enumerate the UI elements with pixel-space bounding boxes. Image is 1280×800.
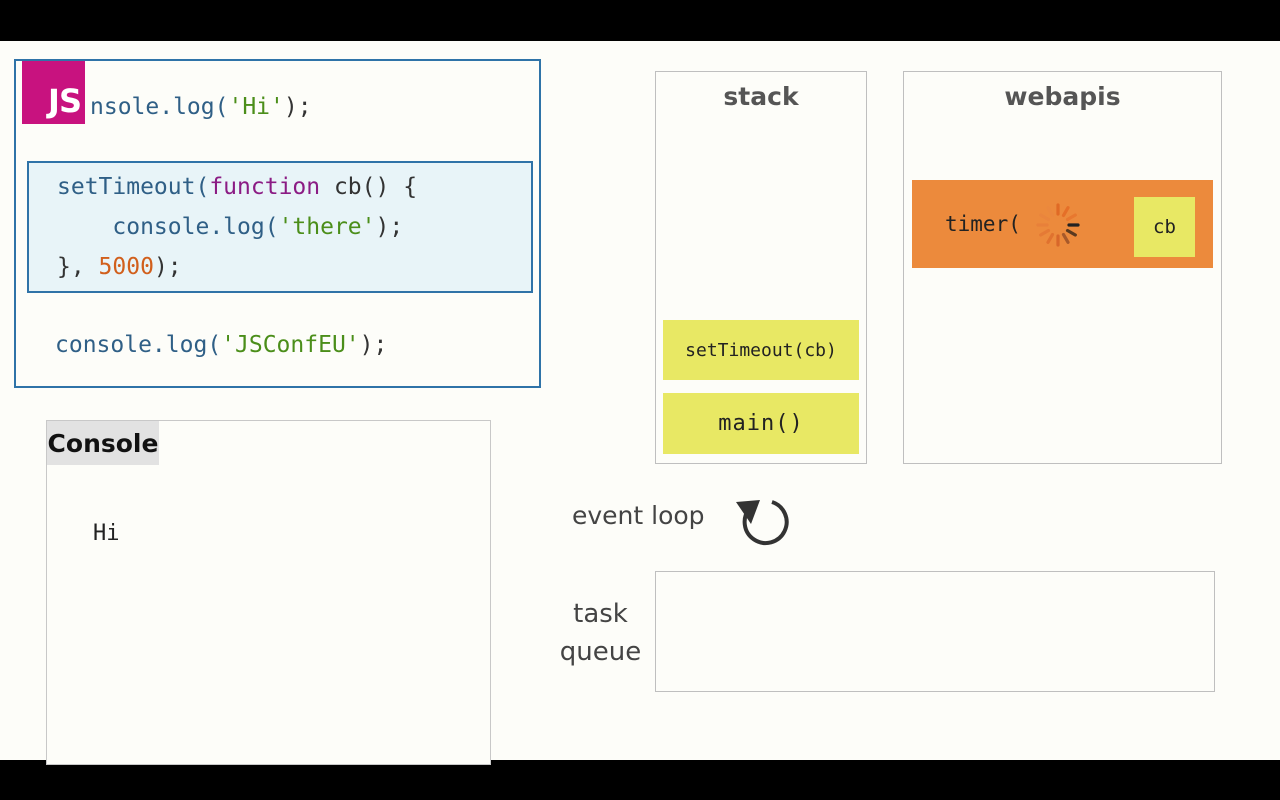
code-method: nsole.log( — [90, 94, 229, 120]
console-panel: Console Hi — [46, 420, 491, 765]
webapis-panel: webapis timer( — [903, 71, 1222, 464]
console-output-line: Hi — [93, 521, 120, 546]
code-punct: }, — [57, 254, 99, 280]
highlighted-code-block: setTimeout(function cb() { console.log('… — [27, 161, 533, 293]
code-keyword: function — [209, 174, 321, 200]
event-loop-arrow-icon — [736, 500, 789, 546]
code-punct: ); — [375, 214, 404, 240]
code-punct: ); — [153, 254, 182, 280]
stack-title: stack — [723, 82, 799, 111]
task-queue-label-line2: queue — [559, 637, 642, 667]
event-loop-label: event loop — [572, 501, 705, 530]
webapi-callback: cb — [1134, 197, 1195, 257]
code-line-timeout-close: }, 5000); — [57, 256, 182, 279]
code-line-console-log-jsconfeu: console.log('JSConfEU'); — [55, 334, 387, 357]
stack-frame-main: main() — [663, 393, 859, 454]
code-line-console-log-hi: nsole.log('Hi'); — [90, 96, 312, 119]
timer-label: timer( — [945, 212, 1021, 236]
code-fn-name: cb() { — [320, 174, 418, 200]
code-line-console-log-there: console.log('there'); — [57, 216, 403, 239]
task-queue-box — [655, 571, 1215, 692]
code-method: console.log( — [55, 332, 222, 358]
code-punct: ); — [283, 94, 312, 120]
code-string: 'Hi' — [228, 94, 284, 120]
webapis-title: webapis — [1004, 82, 1121, 111]
slide: JS nsole.log('Hi'); setTimeout(function … — [0, 41, 1280, 765]
code-line-settimeout: setTimeout(function cb() { — [57, 176, 417, 199]
task-queue-label-line1: task — [573, 599, 628, 629]
code-string: 'there' — [278, 214, 376, 240]
code-method: setTimeout( — [57, 174, 210, 200]
spinner-icon — [1036, 203, 1080, 247]
code-method: console.log( — [57, 214, 279, 240]
code-number: 5000 — [98, 254, 154, 280]
console-title: Console — [47, 421, 159, 465]
call-stack-panel: stack setTimeout(cb) main() — [655, 71, 867, 464]
task-queue-label: task queue — [553, 595, 648, 671]
code-editor: JS nsole.log('Hi'); setTimeout(function … — [14, 59, 541, 388]
stack-frame-settimeout: setTimeout(cb) — [663, 320, 859, 380]
js-logo: JS — [22, 61, 85, 124]
code-punct: ); — [359, 332, 388, 358]
code-string: 'JSConfEU' — [221, 332, 360, 358]
timer-box: timer( — [912, 180, 1213, 268]
